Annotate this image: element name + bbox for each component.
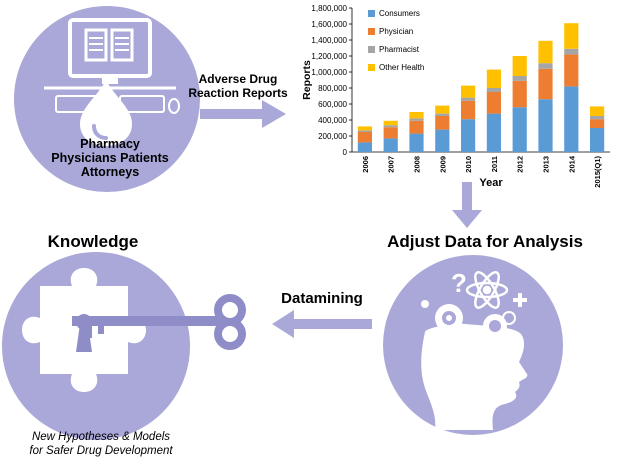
legend-label-consumers: Consumers <box>379 9 420 18</box>
bar-segment-pharmacist <box>461 97 476 101</box>
bar-segment-physician <box>461 100 476 120</box>
y-tick-label: 800,000 <box>318 84 347 93</box>
adverse-reports-chart: 0 200,000 400,000 600,000 800,000 1,000,000 1,… <box>301 4 610 189</box>
bar-segment-pharmacist <box>512 76 527 81</box>
x-tick-label: 2012 <box>516 156 525 173</box>
legend-swatch-other_health <box>368 64 375 71</box>
head-thinking-icon: ? <box>421 268 528 430</box>
x-tick-label: 2014 <box>567 155 576 173</box>
x-tick-label: 2007 <box>387 156 396 173</box>
drop-icon <box>80 80 132 146</box>
bar-segment-consumers <box>461 119 476 152</box>
x-tick-label: 2006 <box>361 156 370 173</box>
bar-segment-physician <box>538 68 553 100</box>
y-tick-label: 200,000 <box>318 132 347 141</box>
bar-segment-pharmacist <box>590 116 605 120</box>
puzzle-key-icon <box>22 268 246 392</box>
knowledge-caption-line2: for Safer Drug Development <box>29 445 173 457</box>
svg-text:?: ? <box>451 268 467 298</box>
legend-swatch-consumers <box>368 10 375 17</box>
y-tick-label: 1,000,000 <box>311 68 347 77</box>
bar-segment-physician <box>564 54 579 87</box>
knowledge-caption: New Hypotheses & Models for Safer Drug D… <box>6 430 196 458</box>
adverse-reports-arrow-label: Adverse Drug Reaction Reports <box>182 72 294 100</box>
arrow-label-line1: Adverse Drug <box>198 72 278 86</box>
bar-segment-physician <box>435 116 450 130</box>
legend-swatch-physician <box>368 28 375 35</box>
bar-segment-consumers <box>538 99 553 152</box>
arrow-label-line2: Reaction Reports <box>188 86 288 100</box>
y-tick-label: 600,000 <box>318 100 347 109</box>
adjust-data-title: Adjust Data for Analysis <box>387 232 583 251</box>
x-tick-label: 2011 <box>490 156 499 172</box>
down-arrow-icon <box>452 182 482 228</box>
bar-segment-physician <box>383 127 398 139</box>
bar-segment-consumers <box>383 138 398 152</box>
x-tick-label: 2010 <box>464 156 473 173</box>
knowledge-title: Knowledge <box>47 232 139 251</box>
reports-source-line3: Attorneys <box>80 165 140 179</box>
bar-segment-consumers <box>409 133 424 152</box>
knowledge-caption-line1: New Hypotheses & Models <box>31 431 171 443</box>
reports-sources-label: Pharmacy Physicians Patients Attorneys <box>50 137 170 179</box>
bar-segment-other_health <box>357 126 372 131</box>
bar-segment-other_health <box>564 23 579 49</box>
bar-segment-other_health <box>512 56 527 76</box>
bar-segment-other_health <box>538 40 553 64</box>
reports-source-line1: Pharmacy <box>80 137 140 151</box>
bar-segment-other_health <box>461 85 476 98</box>
bar-segment-other_health <box>590 106 605 116</box>
bar-segment-consumers <box>564 86 579 152</box>
legend-swatch-pharmacist <box>368 46 375 53</box>
x-tick-label: 2009 <box>438 156 447 173</box>
bar-segment-consumers <box>435 129 450 152</box>
x-tick-label: 2015(Q1) <box>593 156 602 188</box>
bar-segment-other_health <box>383 120 398 126</box>
x-tick-label: 2008 <box>413 156 422 173</box>
y-axis-title: Reports <box>301 60 313 100</box>
bar-segment-pharmacist <box>538 63 553 69</box>
reports-source-line2: Physicians Patients <box>51 151 169 165</box>
y-tick-label: 1,400,000 <box>311 36 347 45</box>
legend-label-physician: Physician <box>379 27 413 36</box>
y-tick-label: 1,600,000 <box>311 20 347 29</box>
bar-segment-physician <box>512 80 527 108</box>
legend-label-other_health: Other Health <box>379 63 424 72</box>
x-tick-label: 2013 <box>542 156 551 173</box>
bar-segment-physician <box>357 132 372 143</box>
legend-label-pharmacist: Pharmacist <box>379 45 420 54</box>
bar-segment-pharmacist <box>564 48 579 55</box>
bar-segment-pharmacist <box>357 130 372 132</box>
x-axis-title: Year <box>479 177 503 189</box>
bar-segment-consumers <box>512 107 527 152</box>
bar-segment-pharmacist <box>486 88 501 92</box>
bar-segment-consumers <box>357 142 372 152</box>
bar-segment-physician <box>409 120 424 134</box>
bar-segment-other_health <box>486 69 501 88</box>
right-arrow-icon <box>200 100 286 128</box>
bar-segment-physician <box>590 119 605 128</box>
bar-segment-pharmacist <box>435 113 450 116</box>
bar-segment-pharmacist <box>383 125 398 128</box>
bar-segment-other_health <box>435 105 450 114</box>
y-tick-label: 400,000 <box>318 116 347 125</box>
bar-segment-consumers <box>590 128 605 152</box>
left-arrow-icon <box>272 310 372 338</box>
y-tick-label: 1,200,000 <box>311 52 347 61</box>
bar-segment-other_health <box>409 112 424 119</box>
y-tick-label: 0 <box>343 148 348 157</box>
y-tick-label: 1,800,000 <box>311 4 347 13</box>
datamining-label: Datamining <box>281 290 363 307</box>
bar-segment-physician <box>486 92 501 114</box>
bar-segment-consumers <box>486 113 501 152</box>
bar-segment-pharmacist <box>409 118 424 121</box>
